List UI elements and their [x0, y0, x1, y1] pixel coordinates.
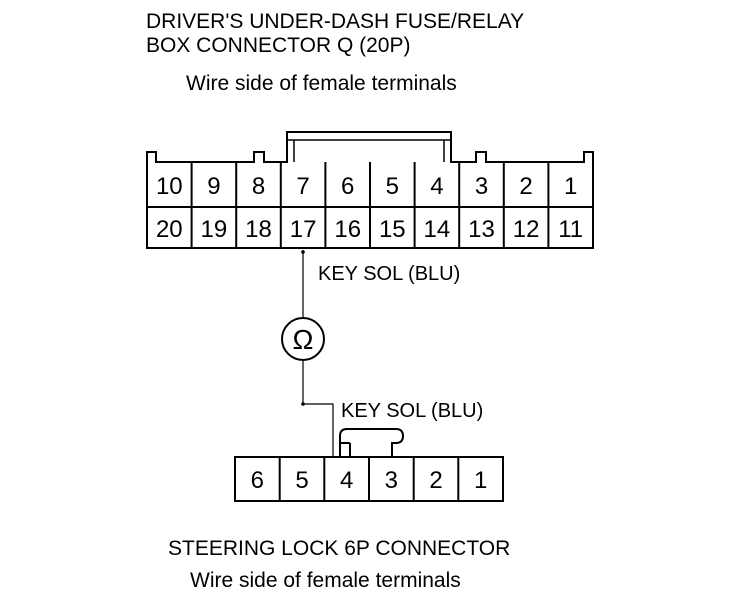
probe-point-upper	[301, 250, 305, 254]
p6-pin-4: 4	[340, 467, 353, 494]
q-pin-1: 1	[564, 173, 577, 200]
q-pin-16: 16	[334, 216, 361, 243]
p6-pin-2: 2	[429, 467, 442, 494]
connector-q-title-line1: DRIVER'S UNDER-DASH FUSE/RELAY	[146, 10, 524, 33]
svg-text:Ω: Ω	[293, 324, 314, 355]
q-pin-14: 14	[424, 216, 451, 243]
connector-6p-grid	[278, 457, 460, 501]
probe-point-lower	[301, 402, 305, 406]
q-pin-11: 11	[558, 216, 583, 243]
ohmmeter-icon: Ω	[281, 317, 325, 361]
q-pin-13: 13	[468, 216, 495, 243]
q-pin-3: 3	[475, 173, 488, 200]
q-pin-4: 4	[430, 173, 443, 200]
q-pin-19: 19	[201, 216, 228, 243]
q-pin-12: 12	[513, 216, 540, 243]
p6-pin-6: 6	[251, 467, 264, 494]
p6-pin-3: 3	[385, 467, 398, 494]
q-pin-7: 7	[296, 173, 309, 200]
q-pin-9: 9	[207, 173, 220, 200]
q-pin-10: 10	[156, 173, 183, 200]
connector-6p-title: STEERING LOCK 6P CONNECTOR	[168, 537, 510, 560]
q-pin-15: 15	[379, 216, 406, 243]
p6-pin-5: 5	[295, 467, 308, 494]
wire-label-upper: KEY SOL (BLU)	[318, 263, 460, 285]
connector-q-title-line2: BOX CONNECTOR Q (20P)	[146, 34, 411, 57]
wire-label-lower: KEY SOL (BLU)	[341, 400, 483, 422]
connector-6p-tab	[339, 428, 405, 457]
q-pin-8: 8	[252, 173, 265, 200]
p6-pin-1: 1	[474, 467, 487, 494]
connector-6p-subtitle: Wire side of female terminals	[190, 569, 461, 592]
q-pin-20: 20	[156, 216, 183, 243]
q-pin-18: 18	[245, 216, 272, 243]
q-pin-6: 6	[341, 173, 354, 200]
connector-q-subtitle: Wire side of female terminals	[186, 72, 457, 95]
connector-q-grid	[190, 162, 550, 248]
q-pin-17: 17	[290, 216, 317, 243]
test-lead-wire	[302, 250, 334, 457]
q-pin-5: 5	[386, 173, 399, 200]
q-pin-2: 2	[519, 173, 532, 200]
